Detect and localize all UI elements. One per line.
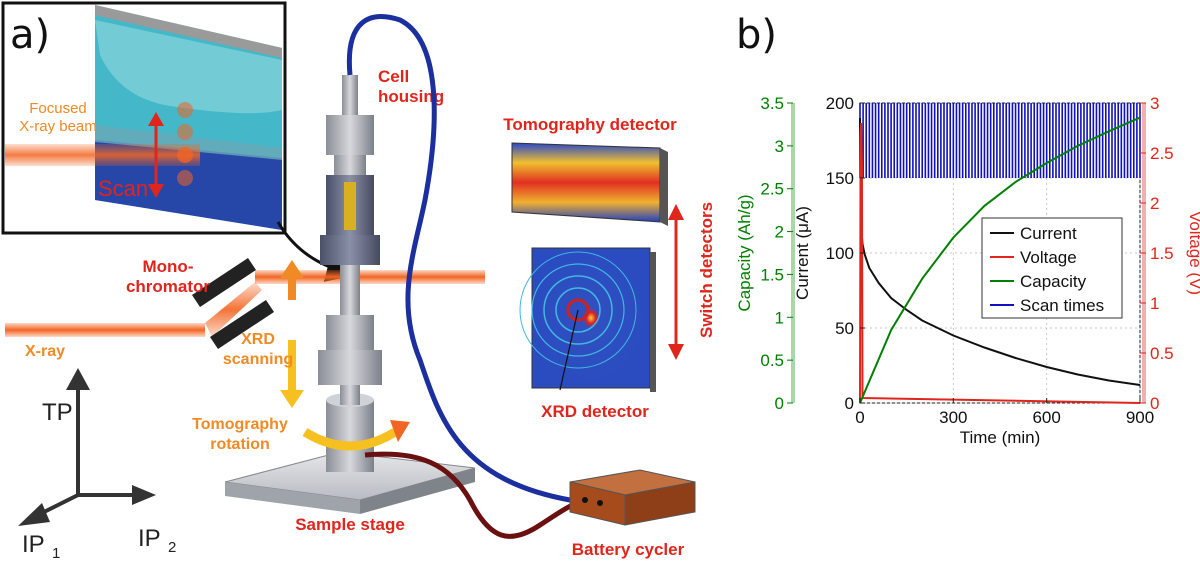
tomography-detector — [511, 142, 668, 226]
scan-label: Scan — [98, 176, 148, 201]
x-tick-label: 900 — [1126, 408, 1154, 427]
series-current — [859, 117, 1141, 386]
xrd-scanning-label-2: scanning — [223, 351, 293, 368]
scan-arrow — [148, 112, 164, 198]
capacity-tick-label: 0 — [775, 394, 784, 413]
capacity-tick-label: 3 — [775, 137, 784, 156]
voltage-tick-label: 2 — [1150, 194, 1159, 213]
voltage-tick-label: 2.5 — [1150, 144, 1174, 163]
legend-entry: Voltage — [1020, 248, 1077, 267]
x-tick-label: 300 — [939, 408, 967, 427]
current-tick-label: 150 — [826, 169, 854, 188]
axis-ip2-sub: 2 — [168, 539, 176, 556]
tomography-rotation-label-1: Tomography — [192, 416, 288, 433]
focused-beam-label-1: Focused — [29, 100, 87, 117]
current-tick-label: 200 — [826, 94, 854, 113]
capacity-axis-title: Capacity (Ah/g) — [735, 194, 754, 311]
capacity-tick-label: 0.5 — [760, 351, 784, 370]
switch-detectors-label: Switch detectors — [697, 202, 716, 338]
voltage-axis-title: Voltage (V) — [1186, 211, 1200, 295]
current-tick-label: 0 — [845, 394, 854, 413]
voltage-tick-label: 1 — [1150, 294, 1159, 313]
monochromator-label-2: chromator — [126, 277, 210, 296]
inset-pointer-arrow — [276, 221, 357, 282]
x-tick-label: 600 — [1032, 408, 1060, 427]
monochromator-label-1: Mono- — [143, 257, 194, 276]
sample-stage-label: Sample stage — [295, 515, 405, 534]
inset-zoom-box — [1, 1, 287, 235]
blue-cable — [346, 14, 571, 503]
x-axis-title: Time (min) — [960, 428, 1041, 447]
cell-housing-label-1: Cell — [378, 67, 409, 86]
tomography-rotation-label-2: rotation — [210, 436, 270, 453]
current-axis-title: Current (μA) — [793, 206, 812, 300]
panel-a-letter: a) — [10, 12, 50, 58]
xray-label: X-ray — [25, 343, 65, 360]
battery-cycler — [569, 469, 696, 526]
voltage-tick-label: 3 — [1150, 94, 1159, 113]
capacity-tick-label: 1 — [775, 308, 784, 327]
cell-housing — [318, 75, 382, 405]
xrd-scanning-arrow — [280, 260, 304, 408]
voltage-tick-label: 0 — [1150, 394, 1159, 413]
focused-beam-label-2: X-ray beam — [19, 118, 97, 135]
capacity-tick-label: 1.5 — [760, 265, 784, 284]
xray-beam — [5, 270, 485, 337]
coordinate-axes — [18, 368, 156, 526]
capacity-tick-label: 2 — [775, 223, 784, 242]
capacity-tick-label: 2.5 — [760, 180, 784, 199]
tomography-rotation-arrow — [302, 420, 410, 451]
panel-b-letter: b) — [736, 12, 777, 58]
axis-ip2-label: IP — [138, 525, 161, 552]
focused-beam — [5, 102, 200, 186]
xrd-detector — [519, 247, 656, 392]
axis-ip1-label: IP — [22, 531, 45, 558]
axis-tp-label: TP — [42, 399, 73, 426]
legend-entry: Capacity — [1020, 272, 1087, 291]
cell-housing-label-2: housing — [378, 87, 444, 106]
x-tick-label: 0 — [855, 408, 864, 427]
axis-ip1-sub: 1 — [52, 545, 60, 561]
current-tick-label: 50 — [835, 319, 854, 338]
capacity-axis-line — [791, 103, 795, 403]
series-capacity — [859, 116, 1141, 404]
legend-entry: Current — [1020, 224, 1077, 243]
xrd-detector-label: XRD detector — [541, 402, 649, 421]
voltage-tick-label: 1.5 — [1150, 244, 1174, 263]
monochromator — [192, 258, 274, 349]
dark-red-cable — [364, 451, 581, 539]
current-tick-label: 100 — [826, 244, 854, 263]
legend-entry: Scan times — [1020, 296, 1104, 315]
voltage-tick-label: 0.5 — [1150, 344, 1174, 363]
xrd-scanning-label-1: XRD — [241, 331, 275, 348]
capacity-tick-label: 3.5 — [760, 94, 784, 113]
legend-box — [981, 217, 1123, 319]
sample-stage — [224, 393, 476, 514]
switch-detectors-arrow — [668, 204, 684, 360]
tomography-detector-label: Tomography detector — [503, 115, 677, 134]
battery-cycler-label: Battery cycler — [572, 540, 685, 559]
